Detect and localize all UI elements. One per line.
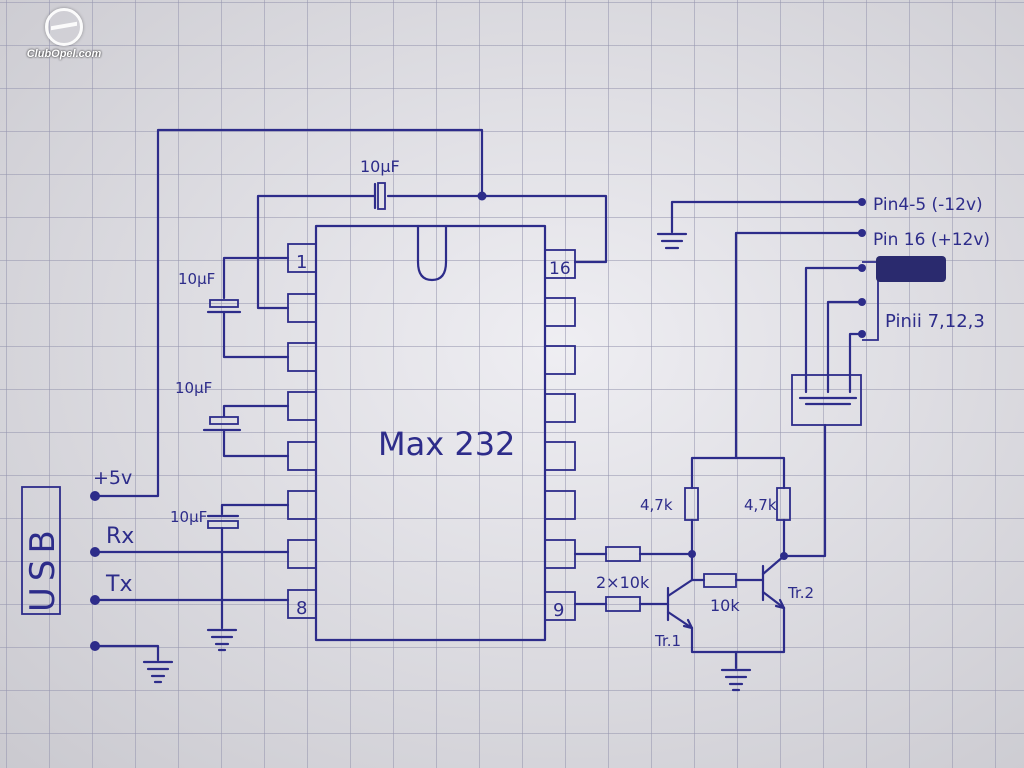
ground-icon <box>720 668 752 692</box>
usb-5v-label: +5v <box>93 467 132 489</box>
obd-connector: Pin4-5 (-12v) Pin 16 (+12v) Pinii 7,12,3 <box>656 195 990 426</box>
usb-label: USB <box>23 524 63 612</box>
usb-tx-label: Tx <box>105 572 132 597</box>
c3-label: 10µF <box>170 508 207 526</box>
usb-rx-label: Rx <box>106 524 134 549</box>
ground-icon <box>206 628 238 652</box>
resistor-2x10k-a <box>605 546 641 562</box>
resistor-4k7-right <box>776 487 791 521</box>
scribbled-ink-mark <box>876 256 946 282</box>
top-wiring: 10µF <box>93 128 608 498</box>
chip-notch <box>416 224 448 282</box>
usb-connector: USB +5v Rx Tx <box>21 467 290 684</box>
pin16-label: Pin 16 (+12v) <box>873 230 990 250</box>
resistor-10k <box>703 573 737 588</box>
top-capacitor <box>377 182 386 210</box>
pin-9 <box>544 591 576 621</box>
ground-icon <box>656 232 688 250</box>
pin-8-label: 8 <box>296 598 307 619</box>
r-mid-label: 10k <box>710 596 740 615</box>
resistor-4k7-left <box>684 487 699 521</box>
pin-8 <box>287 589 317 619</box>
left-pins: 1 8 <box>287 243 317 619</box>
pin-16 <box>544 249 576 279</box>
r-left-label: 4,7k <box>640 496 673 514</box>
switch-block <box>791 374 862 426</box>
capacitor-c2: 10µF <box>175 379 290 458</box>
transistor-stage: 2×10k Tr.1 Tr.2 10k 4,7k 4,7k <box>573 231 864 692</box>
c1-label: 10µF <box>178 270 215 288</box>
tr1-label: Tr.1 <box>654 632 681 650</box>
top-cap-label: 10µF <box>360 157 400 176</box>
pin45-label: Pin4-5 (-12v) <box>873 195 983 215</box>
max232-chip: Max 232 <box>314 224 547 642</box>
ground-icon <box>142 660 174 684</box>
r-right-label: 4,7k <box>744 496 777 514</box>
pin-9-label: 9 <box>553 600 564 621</box>
pin-16-label: 16 <box>549 259 571 279</box>
resistor-2x10k-b <box>605 596 641 612</box>
usb-label-box <box>21 486 61 615</box>
right-pins: 16 9 <box>544 249 576 621</box>
pin-1-label: 1 <box>296 252 307 273</box>
c2-label: 10µF <box>175 379 212 397</box>
watermark-text: ClubOpel.com <box>26 48 102 60</box>
capacitor-c1: 10µF <box>178 256 290 359</box>
ic-name: Max 232 <box>378 425 515 463</box>
r-base-label: 2×10k <box>596 573 650 592</box>
capacitor-c3: 10µF <box>170 503 290 652</box>
pins7123-label: Pinii 7,12,3 <box>885 311 985 332</box>
clubopel-watermark: ClubOpel.com <box>14 8 114 66</box>
tr2-label: Tr.2 <box>787 584 814 602</box>
opel-logo-icon <box>45 8 83 46</box>
